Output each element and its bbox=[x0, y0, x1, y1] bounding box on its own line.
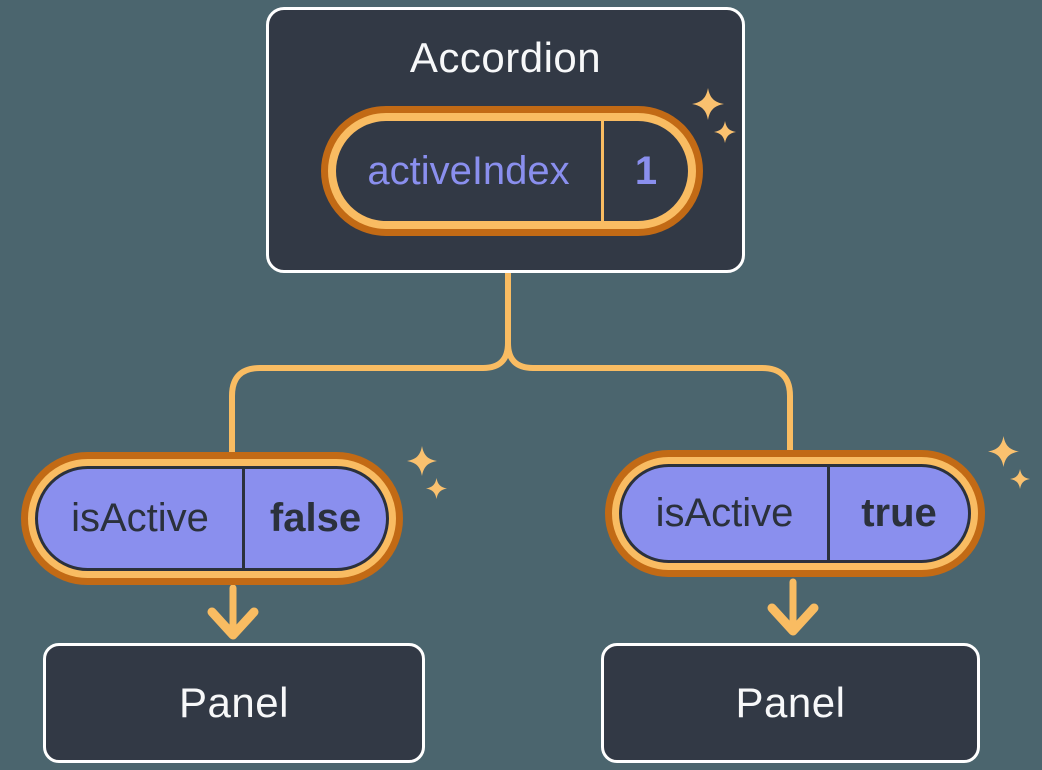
accordion-component-box: Accordion activeIndex 1 bbox=[266, 7, 745, 273]
connector-branch-left bbox=[229, 268, 511, 455]
prop-pill-inner: isActive false bbox=[35, 466, 389, 571]
panel-box-right: Panel bbox=[601, 643, 980, 763]
state-name-label: activeIndex bbox=[367, 148, 570, 193]
arrow-down-right-head bbox=[767, 603, 819, 636]
prop-pill-divider bbox=[242, 469, 245, 568]
prop-pill-isactive-false: isActive false bbox=[21, 452, 403, 585]
state-value: 1 bbox=[634, 148, 658, 193]
state-pill: activeIndex 1 bbox=[321, 106, 703, 236]
prop-pill-isactive-true: isActive true bbox=[605, 450, 985, 577]
sparkle-icon bbox=[988, 436, 1019, 467]
prop-name-label: isActive bbox=[655, 491, 794, 535]
sparkle-icon bbox=[407, 446, 437, 476]
state-pill-divider bbox=[601, 121, 604, 221]
panel-title: Panel bbox=[179, 679, 289, 726]
prop-name-label: isActive bbox=[71, 496, 209, 540]
arrow-down-left-head bbox=[207, 607, 259, 640]
prop-value: false bbox=[269, 496, 362, 540]
prop-value: true bbox=[861, 491, 937, 535]
sparkle-icon bbox=[714, 121, 736, 143]
sparkle-icon bbox=[1010, 469, 1030, 489]
sparkle-icon bbox=[426, 478, 447, 499]
panel-title: Panel bbox=[735, 679, 846, 726]
prop-pill-divider bbox=[827, 467, 830, 560]
state-pill-inner: activeIndex 1 bbox=[336, 121, 688, 221]
sparkle-icon bbox=[692, 88, 724, 120]
panel-box-left: Panel bbox=[43, 643, 425, 763]
accordion-title: Accordion bbox=[409, 34, 602, 81]
connector-branch-right bbox=[505, 268, 793, 453]
prop-pill-inner: isActive true bbox=[619, 464, 971, 563]
